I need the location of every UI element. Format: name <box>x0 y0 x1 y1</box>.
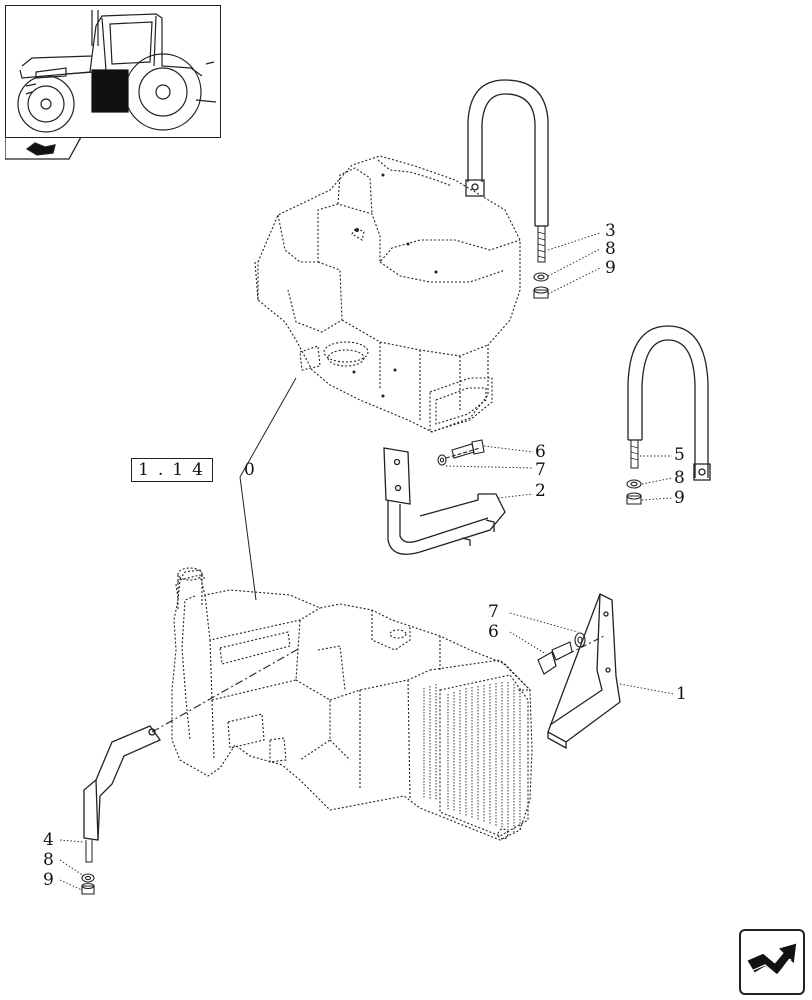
bracket-1 <box>547 593 621 750</box>
callout-7: 7 <box>535 460 546 480</box>
cooler-fins <box>423 682 521 832</box>
callout-8: 8 <box>605 239 616 259</box>
next-page-arrow-icon <box>747 943 797 976</box>
lower-tank-details <box>177 567 530 840</box>
assembly-line-strap-4 <box>151 647 301 733</box>
callout-5: 5 <box>674 445 685 465</box>
reference-box[interactable]: 1.14 <box>131 458 213 482</box>
bracket-2 <box>383 447 506 555</box>
strap-3 <box>465 79 549 263</box>
upper-fuel-tank <box>254 155 521 433</box>
reference-line-lower <box>239 476 257 601</box>
callout-2: 2 <box>535 481 546 501</box>
reference-line-upper <box>239 377 297 478</box>
fasteners-strap-4 <box>81 873 95 895</box>
fasteners-strap-5 <box>626 479 642 505</box>
strap-4 <box>83 725 161 863</box>
callout-8: 8 <box>43 850 54 870</box>
reference-suffix: 0 <box>244 460 255 480</box>
tractor-location-thumbnail <box>5 5 221 138</box>
upper-tank-holes <box>352 173 438 398</box>
strap-5 <box>627 325 711 481</box>
tractor-location-icon <box>17 10 217 133</box>
folder-tab-icon <box>4 136 83 160</box>
callout-1: 1 <box>676 684 687 704</box>
callout-9: 9 <box>43 870 54 890</box>
callout-4: 4 <box>43 830 54 850</box>
callout-6: 6 <box>488 622 499 642</box>
folder-tab <box>4 136 83 161</box>
callout-9: 9 <box>674 488 685 508</box>
lower-fuel-tank <box>171 569 533 841</box>
assembly-line-bracket-2 <box>445 447 481 459</box>
fasteners-strap-3 <box>533 272 549 299</box>
callout-7: 7 <box>488 602 499 622</box>
next-page-button[interactable] <box>739 929 805 995</box>
callout-6: 6 <box>535 442 546 462</box>
callout-9: 9 <box>605 258 616 278</box>
callout-8: 8 <box>674 468 685 488</box>
leader-lines <box>59 232 675 891</box>
fasteners-bracket-2 <box>437 439 485 466</box>
callout-3: 3 <box>605 221 616 241</box>
assembly-line-bracket-1 <box>555 635 605 661</box>
